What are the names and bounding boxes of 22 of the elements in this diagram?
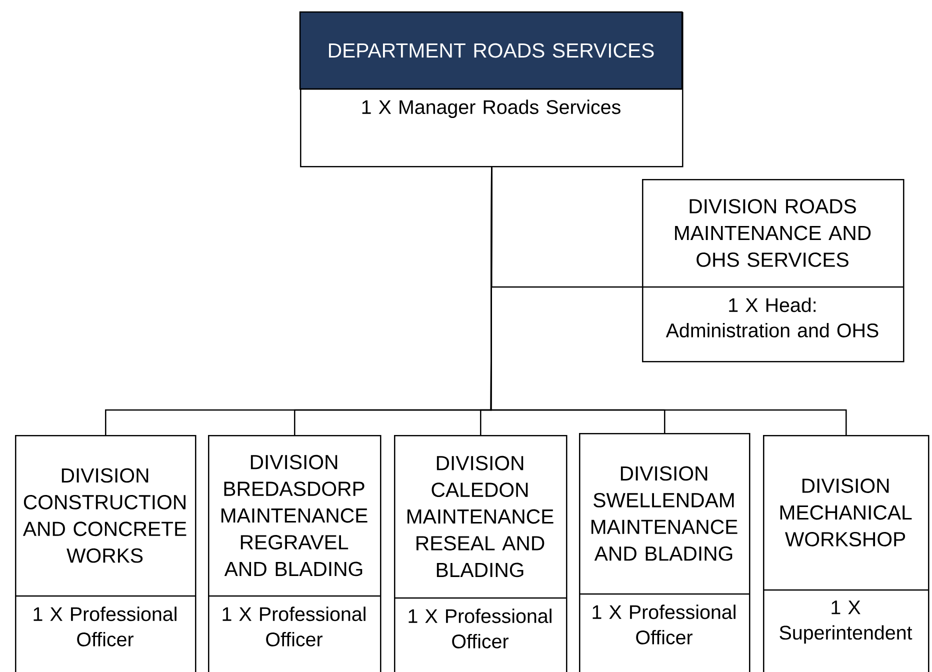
connector-line <box>490 167 847 435</box>
role-text: 1 X Professional Officer <box>408 608 552 648</box>
heading-text: DIVISION CALEDON MAINTENANCE RESEAL AND BLADING <box>408 456 554 578</box>
role-text: 1 X Professional Officer <box>222 606 366 646</box>
org-box <box>299 11 684 168</box>
heading-text: DIVISION ROADS MAINTENANCE AND OHS SERVICES <box>675 199 871 267</box>
role-text: 1 X Professional Officer <box>592 604 736 644</box>
role-text: 1 X Professional Officer <box>34 606 176 646</box>
heading-text: DIVISION BREDASDORP MAINTENANCE REGRAVEL AND BLADING <box>222 454 368 576</box>
role-text: 1 X Manager Roads Services <box>362 100 620 118</box>
heading-text: DIVISION MECHANICAL WORKSHOP <box>780 478 912 546</box>
heading-text: DIVISION CONSTRUCTION AND CONCRETE WORKS <box>22 468 186 563</box>
role-text: 1 X Head: Administration and OHS <box>666 298 878 338</box>
heading-text: DEPARTMENT ROADS SERVICES <box>329 43 654 58</box>
org-box <box>208 435 382 672</box>
role-text: 1 X Superintendent <box>780 600 912 644</box>
heading-text: DIVISION SWELLENDAM MAINTENANCE AND BLADING <box>592 466 738 561</box>
org-box <box>763 435 930 672</box>
org-box <box>394 435 568 672</box>
org-box <box>642 179 904 362</box>
org-box <box>579 433 750 672</box>
org-box <box>15 435 196 672</box>
